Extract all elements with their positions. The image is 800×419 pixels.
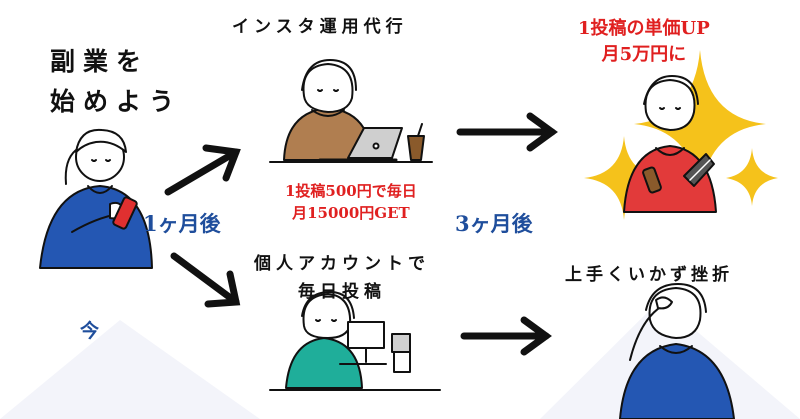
arrow-icon — [460, 316, 552, 356]
cash-icon — [683, 153, 715, 187]
arrow-icon — [170, 252, 241, 308]
personal-path-title-line: 毎日投稿 — [298, 282, 386, 302]
personal-path-title: 個人アカウントで 毎日投稿 — [254, 250, 430, 306]
laptop-icon — [318, 127, 403, 162]
now-label: 今 — [80, 320, 100, 342]
sparkle-icon — [634, 50, 766, 198]
sparkle-icon — [584, 136, 664, 220]
background-shape — [0, 320, 260, 419]
instagram-earnings: 1投稿500円で毎日 月15000円GET — [285, 180, 417, 224]
smartphone-icon — [642, 166, 662, 194]
person-instagram-illustration — [269, 59, 433, 163]
success-outcome: 1投稿の単価UP 月5万円に — [578, 16, 710, 68]
start-title-line: 副業を — [50, 47, 150, 76]
success-outcome-line: 1投稿の単価UP — [578, 18, 710, 39]
person-failure-illustration — [619, 283, 735, 419]
monitor-icon — [339, 321, 387, 365]
one-month-label: 1ヶ月後 — [143, 211, 221, 236]
person-success-illustration — [623, 75, 717, 213]
smartphone-icon — [112, 196, 138, 230]
failure-outcome: 上手くいかず挫折 — [565, 265, 733, 285]
instagram-earnings-line: 1投稿500円で毎日 — [285, 182, 417, 200]
success-outcome-line: 月5万円に — [601, 44, 687, 65]
start-title-line: 始めよう — [50, 87, 183, 116]
coffee-icon — [407, 123, 425, 161]
start-title: 副業を 始めよう — [50, 42, 182, 122]
device-icon — [391, 333, 411, 373]
person-personal-illustration — [269, 291, 441, 391]
arrow-icon — [456, 112, 558, 152]
arrow-icon — [164, 144, 241, 196]
instagram-earnings-line: 月15000円GET — [292, 204, 410, 222]
three-months-label: 3ヶ月後 — [455, 211, 533, 236]
sparkle-icon — [726, 148, 778, 206]
instagram-path-title: インスタ運用代行 — [232, 17, 408, 37]
person-start-illustration — [39, 128, 153, 269]
personal-path-title-line: 個人アカウントで — [254, 254, 430, 274]
